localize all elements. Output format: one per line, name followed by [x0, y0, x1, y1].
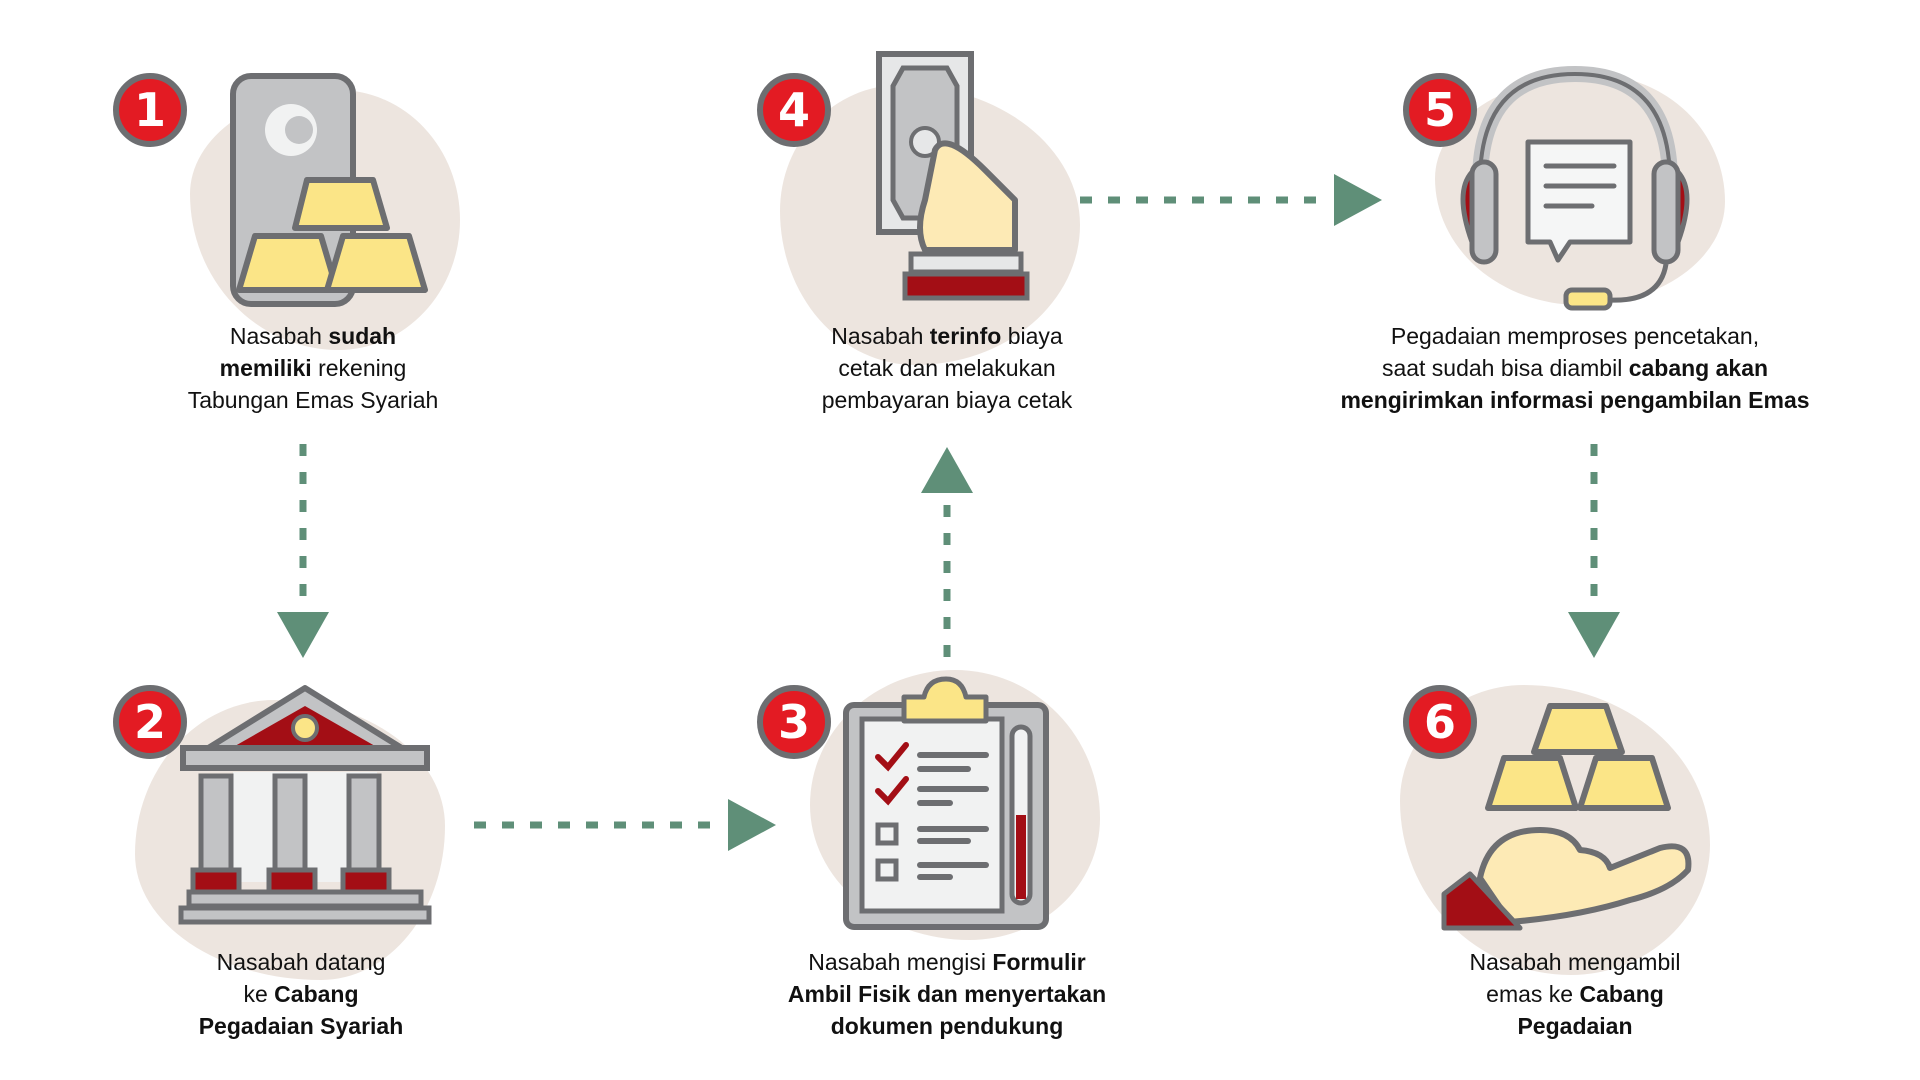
caption-bold-text: terinfo — [929, 323, 1002, 349]
caption-text: Nasabah datang — [216, 949, 386, 975]
caption-bold-text: Formulir — [992, 949, 1086, 975]
flow-arrow-2-to-3 — [474, 799, 776, 851]
caption-line: cetak dan melakukan — [667, 352, 1227, 384]
caption-line: saat sudah bisa diambil cabang akan — [1295, 352, 1855, 384]
caption-line: Pegadaian memproses pencetakan, — [1295, 320, 1855, 352]
caption-line: Nasabah datang — [21, 946, 581, 978]
caption-line: Nasabah terinfo biaya — [667, 320, 1227, 352]
caption-bold-text: Ambil Fisik dan menyertakan — [787, 981, 1107, 1007]
step-caption: Nasabah terinfo biaya cetak dan melakuka… — [667, 320, 1227, 416]
step-caption: Nasabah datang ke Cabang Pegadaian Syari… — [21, 946, 581, 1042]
caption-line: dokumen pendukung — [667, 1010, 1227, 1042]
caption-text: rekening — [311, 355, 407, 381]
step-number-badge: 2 — [113, 685, 187, 759]
step-caption: Nasabah mengambil emas ke Cabang Pegadai… — [1295, 946, 1855, 1042]
step-caption: Pegadaian memproses pencetakan, saat sud… — [1295, 320, 1855, 416]
caption-line: Nasabah mengisi Formulir — [667, 946, 1227, 978]
bank-building-icon — [178, 685, 432, 925]
caption-line: Ambil Fisik dan menyertakan — [667, 978, 1227, 1010]
caption-bold-text: Cabang — [1579, 981, 1664, 1007]
flow-arrow-1-to-2 — [277, 444, 329, 658]
caption-text: Tabungan Emas Syariah — [187, 387, 439, 413]
caption-line: mengirimkan informasi pengambilan Emas — [1295, 384, 1855, 416]
step-number-badge: 3 — [757, 685, 831, 759]
caption-text: Nasabah mengisi — [808, 949, 993, 975]
flow-arrow-4-to-5 — [1080, 174, 1382, 226]
caption-text: emas ke — [1486, 981, 1580, 1007]
caption-text: pembayaran biaya cetak — [821, 387, 1073, 413]
hand-cash-icon — [876, 51, 1030, 301]
phone-gold-bars-icon — [230, 73, 428, 307]
caption-text: biaya — [1001, 323, 1063, 349]
caption-line: emas ke Cabang — [1295, 978, 1855, 1010]
caption-bold-text: dokumen pendukung — [830, 1013, 1064, 1039]
caption-text: Nasabah — [831, 323, 930, 349]
caption-bold-text: Pegadaian Syariah — [198, 1013, 404, 1039]
caption-line: Nasabah sudah — [33, 320, 593, 352]
caption-line: Tabungan Emas Syariah — [33, 384, 593, 416]
caption-bold-text: memiliki — [219, 355, 312, 381]
caption-text: Nasabah mengambil — [1469, 949, 1681, 975]
caption-text: cetak dan melakukan — [838, 355, 1056, 381]
caption-bold-text: mengirimkan informasi pengambilan Emas — [1340, 387, 1810, 413]
caption-line: Pegadaian — [1295, 1010, 1855, 1042]
step-number-badge: 6 — [1403, 685, 1477, 759]
flow-arrow-3-to-4 — [921, 447, 973, 661]
caption-line: Pegadaian Syariah — [21, 1010, 581, 1042]
clipboard-checklist-icon — [843, 676, 1049, 930]
caption-text: saat sudah bisa diambil — [1381, 355, 1629, 381]
step-number-badge: 4 — [757, 73, 831, 147]
caption-text: Nasabah — [229, 323, 329, 349]
flow-arrow-5-to-6 — [1568, 444, 1620, 658]
headset-chat-icon — [1460, 65, 1690, 311]
caption-bold-text: Cabang — [274, 981, 359, 1007]
caption-text: Pegadaian memproses pencetakan, — [1390, 323, 1760, 349]
caption-line: Nasabah mengambil — [1295, 946, 1855, 978]
caption-line: pembayaran biaya cetak — [667, 384, 1227, 416]
caption-bold-text: sudah — [328, 323, 397, 349]
hand-gold-bars-icon — [1441, 703, 1692, 931]
caption-bold-text: Pegadaian — [1517, 1013, 1633, 1039]
step-number-badge: 1 — [113, 73, 187, 147]
caption-line: memiliki rekening — [33, 352, 593, 384]
caption-text: ke — [243, 981, 275, 1007]
step-caption: Nasabah mengisi Formulir Ambil Fisik dan… — [667, 946, 1227, 1042]
step-number-badge: 5 — [1403, 73, 1477, 147]
step-caption: Nasabah sudah memiliki rekening Tabungan… — [33, 320, 593, 416]
caption-line: ke Cabang — [21, 978, 581, 1010]
caption-bold-text: cabang akan — [1628, 355, 1769, 381]
